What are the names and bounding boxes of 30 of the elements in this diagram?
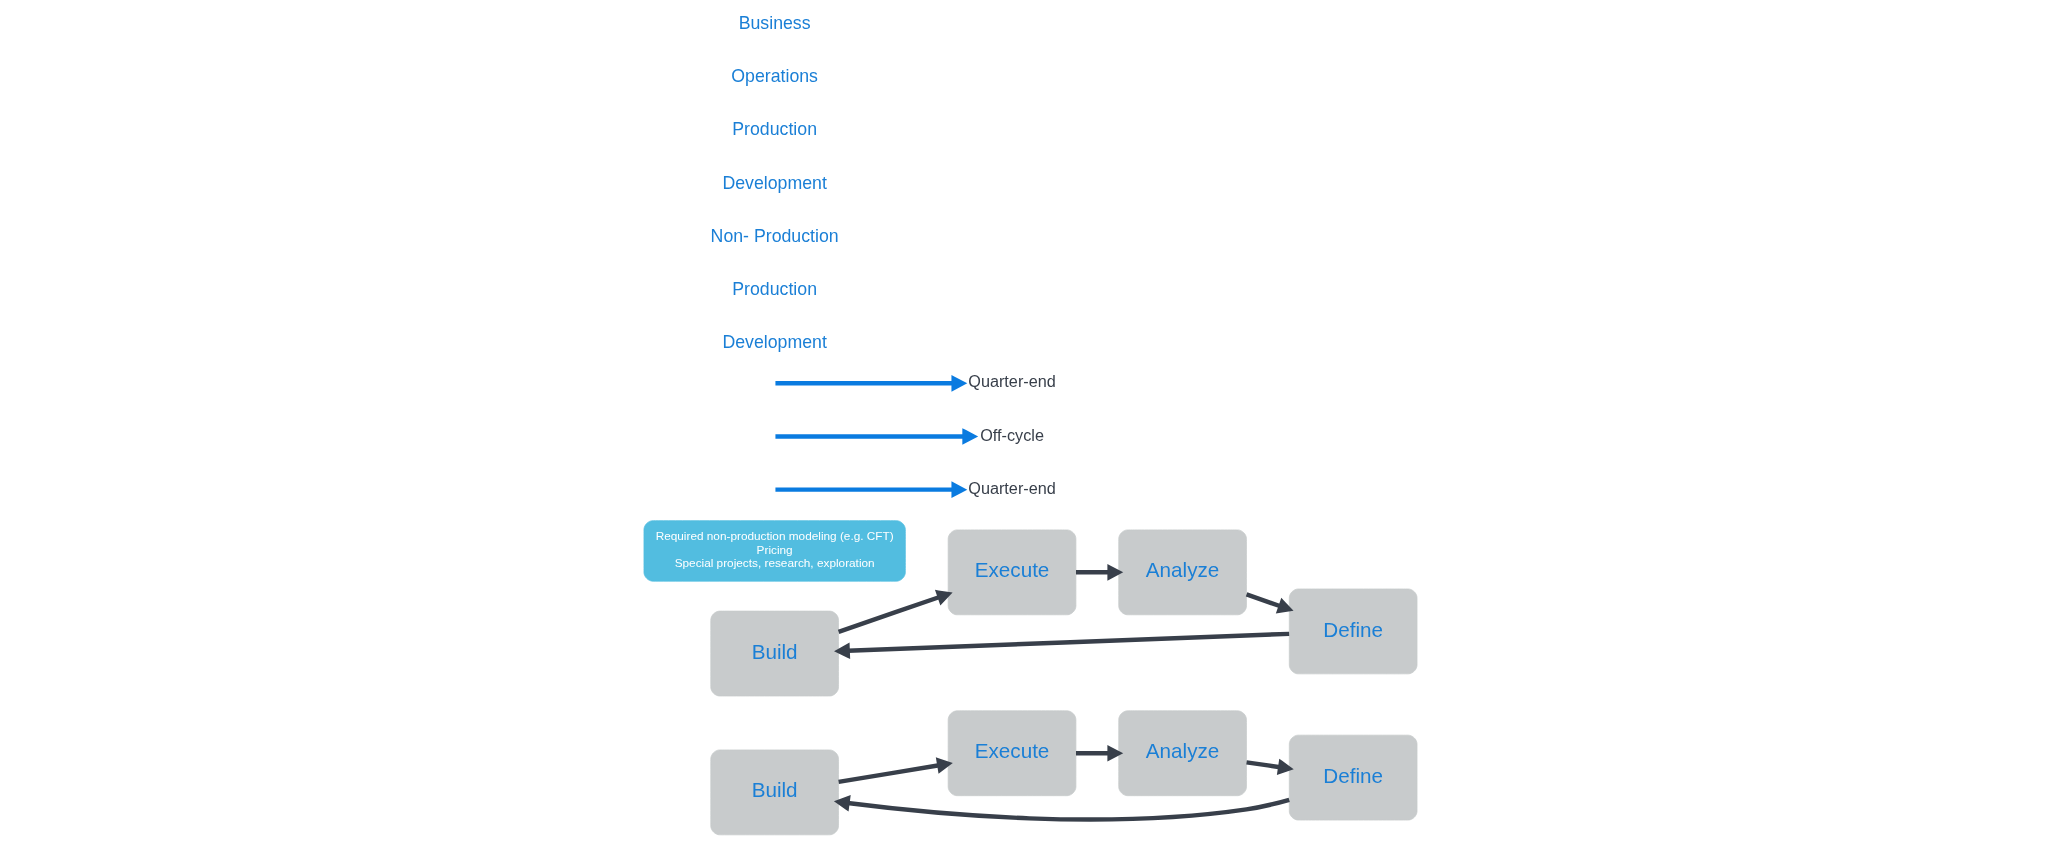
label: Business xyxy=(738,13,811,34)
node-box: Execute xyxy=(947,529,1077,616)
label: Non- Production xyxy=(710,225,839,246)
arrow xyxy=(833,795,1290,822)
node-text: Quarter-end xyxy=(968,478,1056,497)
arrow xyxy=(775,481,968,498)
node-box: Define xyxy=(1288,588,1418,675)
node-text: Quarter-end xyxy=(968,372,1056,391)
arrow xyxy=(1245,592,1294,614)
label: Production xyxy=(732,119,818,140)
node-box: Build xyxy=(710,610,839,697)
arrow xyxy=(838,757,953,785)
node-box: Execute xyxy=(947,710,1077,797)
arrow xyxy=(834,631,1290,659)
arrow xyxy=(775,428,979,445)
node-box: Required non-production modeling (e.g. CFT) Pricing Special projects, research, exploration xyxy=(643,520,906,582)
arrow xyxy=(775,375,968,392)
node-box: Analyze xyxy=(1118,529,1247,616)
node-box: Analyze xyxy=(1118,710,1247,797)
arrow xyxy=(837,589,953,634)
label: Production xyxy=(732,278,818,299)
arrow xyxy=(1076,744,1124,762)
arrow xyxy=(1246,758,1294,776)
arrow xyxy=(1076,564,1124,581)
node-box: Define xyxy=(1288,734,1418,821)
node-box: Build xyxy=(710,749,839,836)
label: Operations xyxy=(731,66,818,87)
label: Development xyxy=(722,172,827,193)
label: Development xyxy=(722,332,827,353)
node-text: Off-cycle xyxy=(980,425,1044,444)
